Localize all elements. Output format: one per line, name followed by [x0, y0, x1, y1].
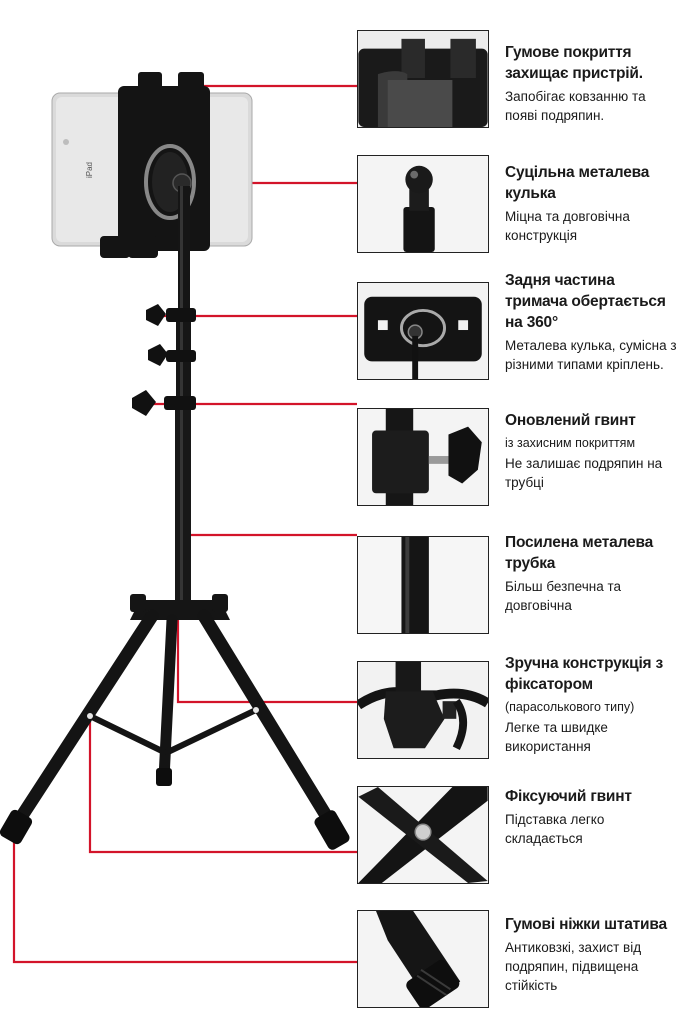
- leg-screws: [87, 707, 259, 719]
- feature-rubber-grip: Гумове покриття захищає пристрій. Запобі…: [505, 42, 677, 125]
- feature-desc: Антиковзкі, захист від подряпин, підвище…: [505, 940, 642, 993]
- thumb-metal-ball: [357, 155, 489, 253]
- feature-desc: Металева кулька, сумісна з різними типам…: [505, 338, 677, 372]
- feature-title: Оновлений гвинт: [505, 412, 636, 429]
- callout-line-8: [12, 842, 357, 964]
- feature-metal-tube: Посилена металева трубка Більш безпечна …: [505, 532, 677, 615]
- feature-title: Задня частина тримача обертається на 360…: [505, 272, 666, 331]
- thumb-rotating-back: [357, 282, 489, 380]
- knobs: [132, 304, 196, 416]
- feature-upgraded-screw: Оновлений гвинт із захисним покриттям Не…: [505, 410, 677, 492]
- pole: [175, 186, 191, 604]
- feature-note: із захисним покриттям: [505, 436, 636, 450]
- feature-title: Гумове покриття захищає пристрій.: [505, 44, 643, 82]
- feature-rubber-feet: Гумові ніжки штатива Антиковзкі, захист …: [505, 914, 677, 995]
- tablet-label: iPad: [85, 162, 94, 178]
- feature-locking-screw: Фіксуючий гвинт Підставка легко складаєт…: [505, 786, 677, 848]
- thumb-lock-mechanism: [357, 661, 489, 759]
- thumb-rubber-feet: [357, 910, 489, 1008]
- feature-note: (парасолькового типу): [505, 700, 635, 714]
- leg-feet: [0, 768, 350, 850]
- callout-line-6: [176, 605, 357, 704]
- feature-title: Посилена металева трубка: [505, 534, 654, 572]
- feature-desc: Більш безпечна та довговічна: [505, 579, 621, 613]
- feature-desc: Міцна та довговічна конструкція: [505, 209, 630, 243]
- feature-title: Зручна конструкція з фіксатором: [505, 655, 664, 693]
- feature-lock-mechanism: Зручна конструкція з фіксатором (парасол…: [505, 653, 677, 756]
- feature-metal-ball: Суцільна металева кулька Міцна та довгов…: [505, 162, 677, 245]
- feature-rotating-back: Задня частина тримача обертається на 360…: [505, 270, 677, 374]
- feature-desc: Підставка легко складається: [505, 812, 605, 846]
- feature-desc: Легке та швидке використання: [505, 720, 608, 754]
- feature-title: Суцільна металева кулька: [505, 164, 650, 202]
- callout-line-7: [88, 716, 357, 854]
- thumb-rubber-grip: [357, 30, 489, 128]
- thumb-upgraded-screw: [357, 408, 489, 506]
- feature-desc: Не залишає подряпин на трубці: [505, 456, 663, 490]
- thumb-metal-tube: [357, 536, 489, 634]
- thumb-locking-screw: [357, 786, 489, 884]
- feature-desc: Запобігає ковзанню та появі подряпин.: [505, 89, 646, 123]
- feature-title: Гумові ніжки штатива: [505, 916, 667, 933]
- tripod-legs: [11, 609, 337, 829]
- feature-title: Фіксуючий гвинт: [505, 788, 632, 805]
